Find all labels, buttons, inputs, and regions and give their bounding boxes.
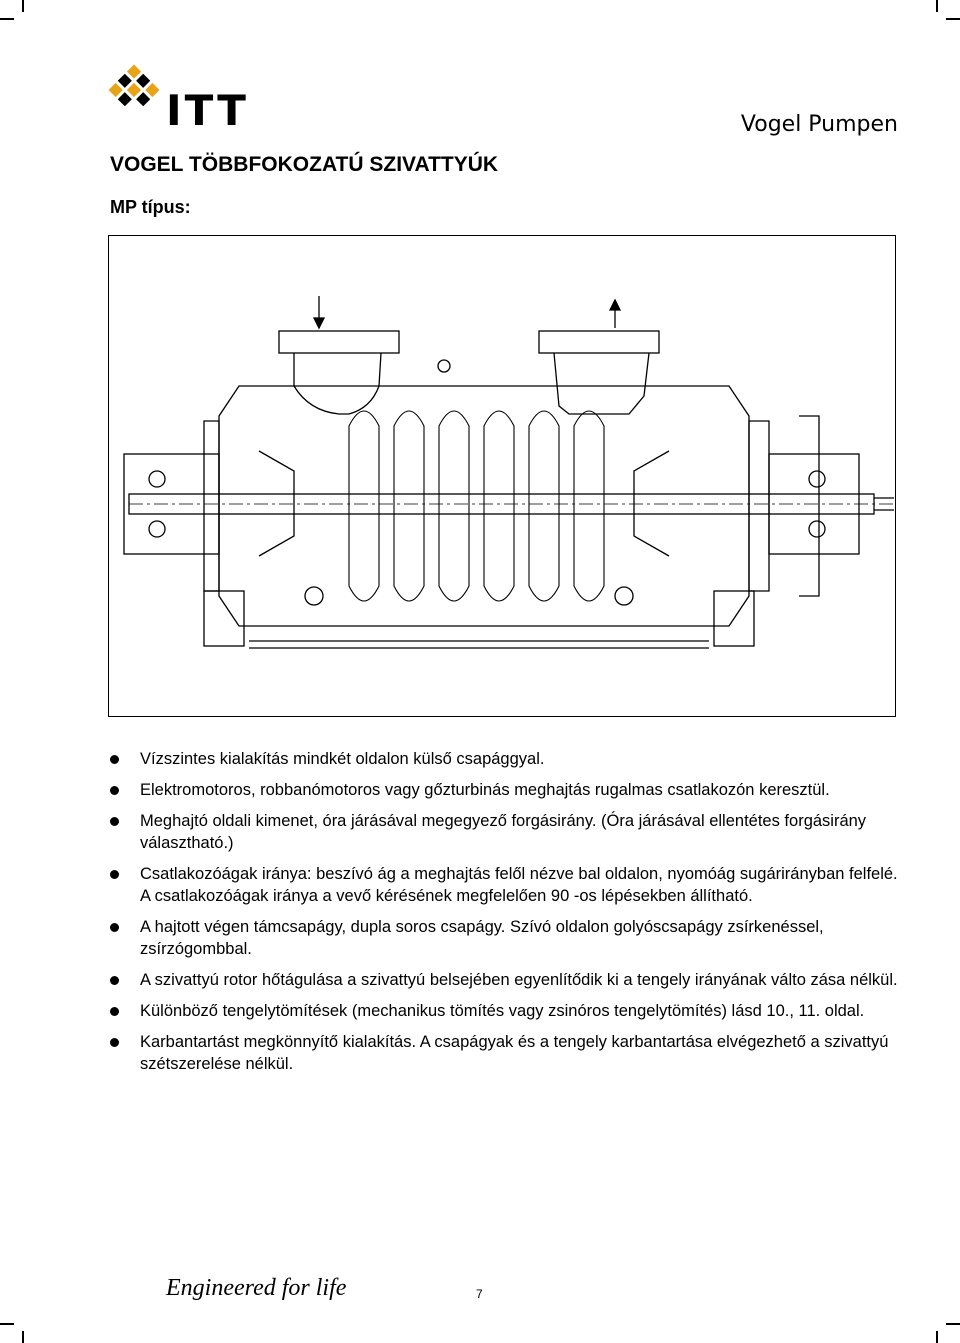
- itt-logo-icon: [108, 64, 160, 107]
- crop-mark: [946, 1323, 960, 1325]
- crop-mark: [22, 0, 24, 12]
- logo-text: ITT: [166, 86, 249, 135]
- feature-list: Vízszintes kialakítás mindkét oldalon kü…: [110, 748, 910, 1084]
- bullet-icon: [110, 817, 119, 826]
- multistage-pump-cross-section-icon: [123, 296, 894, 649]
- list-item: Vízszintes kialakítás mindkét oldalon kü…: [110, 748, 910, 770]
- pump-cross-section-figure: [108, 235, 896, 717]
- list-item: Csatlakozóágak iránya: beszívó ág a megh…: [110, 863, 910, 907]
- page-subtitle: MP típus:: [110, 197, 191, 217]
- list-item: A szivattyú rotor hőtágulása a szivattyú…: [110, 969, 910, 991]
- bullet-icon: [110, 786, 119, 795]
- bullet-icon: [110, 976, 119, 985]
- list-item: A hajtott végen támcsapágy, dupla soros …: [110, 916, 910, 960]
- page-title: VOGEL TÖBBFOKOZATÚ SZIVATTYÚK: [110, 153, 499, 176]
- list-item: Elektromotoros, robbanómotoros vagy gőzt…: [110, 779, 910, 801]
- bullet-icon: [110, 923, 119, 932]
- bullet-icon: [110, 1038, 119, 1047]
- brand-name: Vogel Pumpen: [740, 112, 898, 137]
- bullet-icon: [110, 755, 119, 764]
- bullet-icon: [110, 870, 119, 879]
- crop-mark: [946, 18, 960, 20]
- crop-mark: [936, 1331, 938, 1343]
- crop-mark: [0, 1323, 14, 1325]
- list-item: Meghajtó oldali kimenet, óra járásával m…: [110, 810, 910, 854]
- crop-mark: [22, 1331, 24, 1343]
- crop-mark: [936, 0, 938, 12]
- list-item: Karbantartást megkönnyítő kialakítás. A …: [110, 1031, 910, 1075]
- list-item: Különböző tengelytömítések (mechanikus t…: [110, 1000, 910, 1022]
- crop-mark: [0, 18, 14, 20]
- bullet-icon: [110, 1007, 119, 1016]
- footer-tagline: Engineered for life: [166, 1275, 347, 1301]
- page-number: 7: [476, 1287, 483, 1301]
